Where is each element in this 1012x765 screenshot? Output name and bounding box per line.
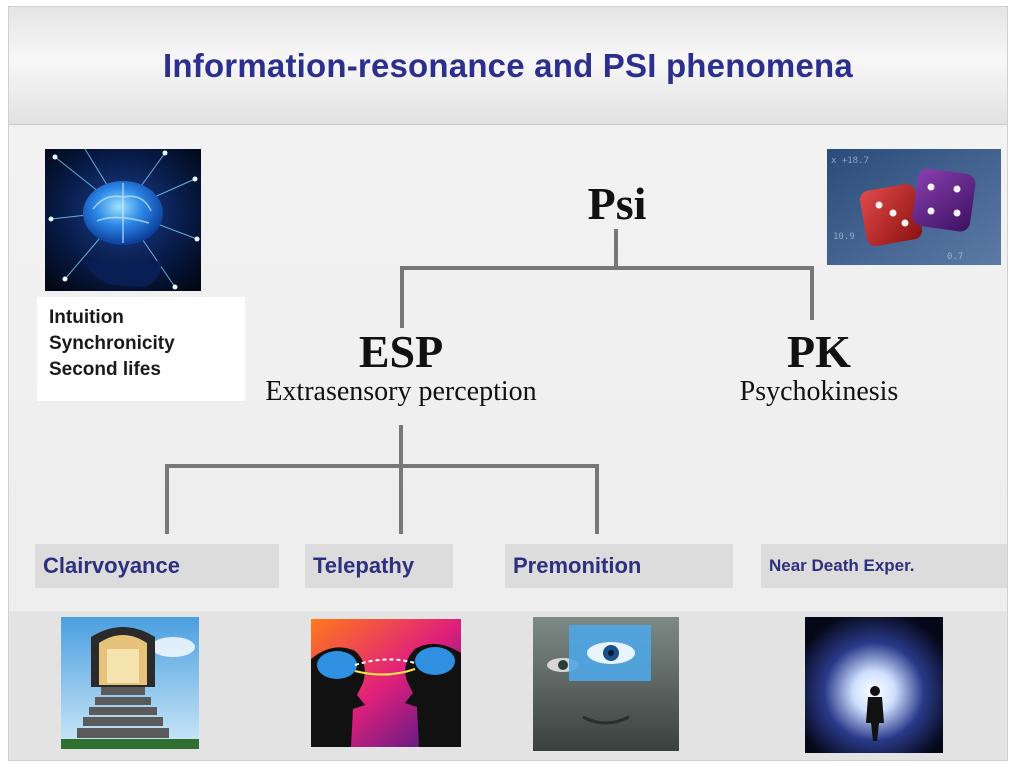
- node-pk-label: PK: [787, 326, 851, 377]
- connector-line: [165, 464, 169, 534]
- two-heads-brains-icon: [311, 619, 461, 747]
- category-near-death: Near Death Exper.: [761, 544, 1007, 588]
- brain-network-icon: [45, 149, 201, 291]
- svg-text:x +18.7: x +18.7: [831, 156, 869, 166]
- node-psi: Psi: [587, 178, 647, 229]
- connector-line: [399, 425, 403, 467]
- node-esp-label: ESP: [358, 326, 444, 377]
- side-list-item: Synchronicity: [49, 333, 175, 354]
- connector-line: [595, 464, 599, 534]
- svg-text:0.7: 0.7: [947, 252, 963, 262]
- node-pk: PK Psychokinesis: [689, 327, 949, 407]
- node-esp-sub: Extrasensory perception: [265, 376, 537, 407]
- slide-title: Information-resonance and PSI phenomena: [163, 47, 853, 84]
- connector-line: [165, 464, 599, 468]
- connector-line: [614, 229, 618, 269]
- connector-line: [400, 266, 404, 328]
- slide: Information-resonance and PSI phenomena: [8, 6, 1008, 761]
- node-esp: ESP Extrasensory perception: [191, 327, 611, 407]
- connector-line: [810, 266, 814, 320]
- connector-line: [400, 266, 814, 270]
- side-list-item: Second lifes: [49, 359, 161, 380]
- stairway-door-icon: [61, 617, 199, 749]
- category-premonition: Premonition: [505, 544, 733, 588]
- eye-face-icon: [533, 617, 679, 751]
- connector-line: [399, 464, 403, 534]
- title-band: Information-resonance and PSI phenomena: [9, 7, 1007, 125]
- side-list-item: Intuition: [49, 307, 124, 328]
- svg-text:10.9: 10.9: [833, 232, 855, 242]
- node-pk-sub: Psychokinesis: [739, 376, 899, 407]
- dice-icon: x +18.7 10.9 0.7: [827, 149, 1001, 265]
- side-list: Intuition Synchronicity Second lifes: [37, 297, 245, 401]
- category-clairvoyance: Clairvoyance: [35, 544, 279, 588]
- category-telepathy: Telepathy: [305, 544, 453, 588]
- tunnel-light-figure-icon: [805, 617, 943, 753]
